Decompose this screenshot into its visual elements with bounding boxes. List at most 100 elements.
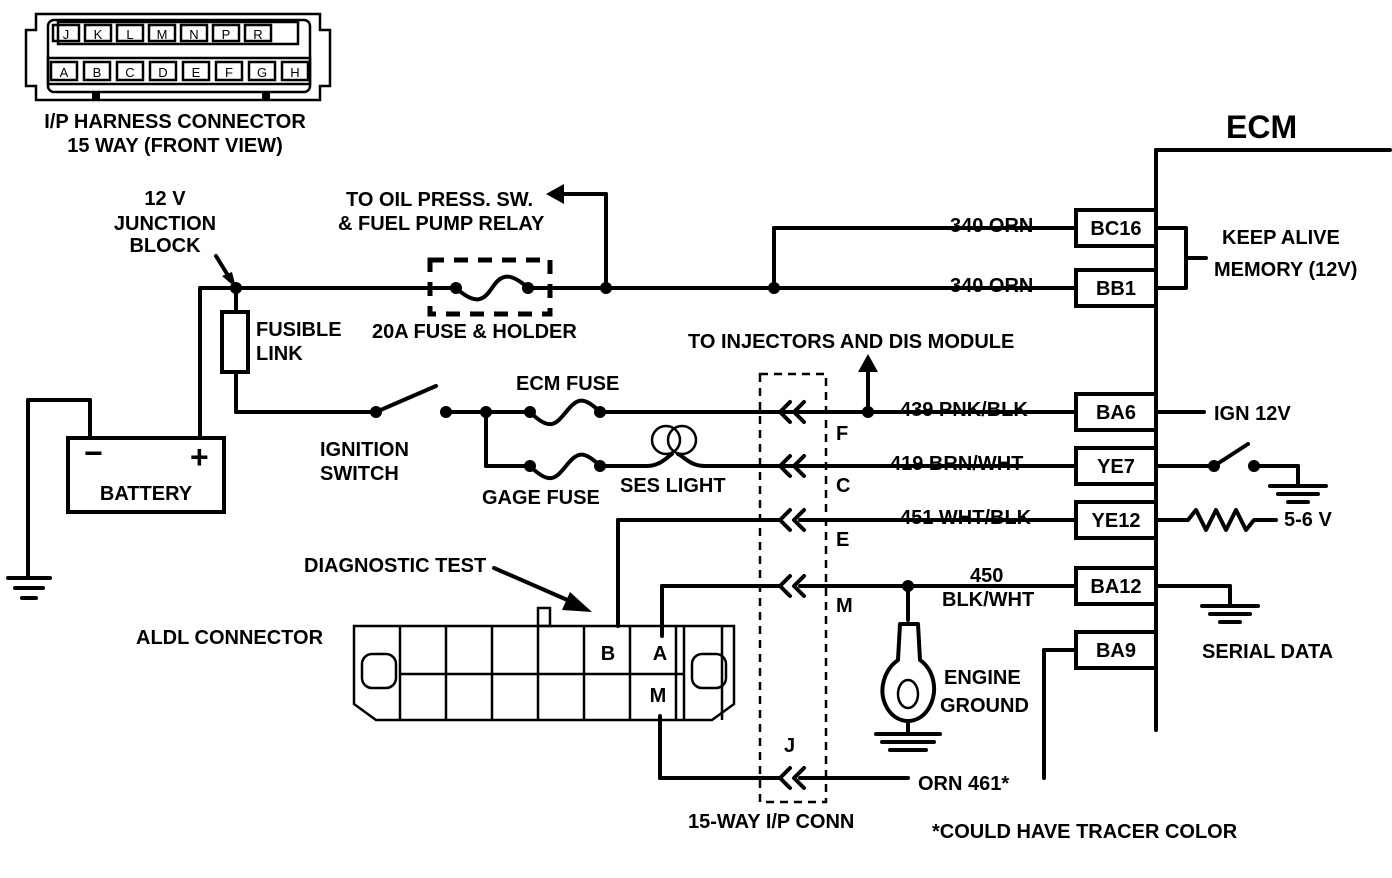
aldl-pin-a: A [653,643,667,665]
ignition-switch-icon [374,384,438,414]
aldl-label: ALDL CONNECTOR [136,627,324,649]
ip-pin-e: E [836,529,849,551]
chevron-icon [792,400,806,424]
keep-alive-label-2: MEMORY (12V) [1214,259,1357,281]
tracer-note: *COULD HAVE TRACER COLOR [932,821,1238,843]
wire-340-label-a: 340 ORN [950,215,1033,237]
key-bottom-pin: C [125,65,134,80]
wire-419-label: 419 BRN/WHT [890,453,1023,475]
wire-451-label: 451 WHT/BLK [900,507,1032,529]
battery-label: BATTERY [100,483,193,505]
ip-connector-chevrons [778,400,806,790]
wire-450-label-2: BLK/WHT [942,589,1034,611]
connector-title-line2: 15 WAY (FRONT VIEW) [67,135,283,157]
ignition-switch-label-1: IGNITION [320,439,409,461]
keep-alive-label-1: KEEP ALIVE [1222,227,1340,249]
battery-ground-icon [6,576,52,600]
key-top-pin: R [253,27,262,42]
key-bottom-pin: B [93,65,102,80]
gage-fuse-icon [528,452,602,480]
engine-ground-label-2: GROUND [940,695,1029,717]
diagnostic-test-label: DIAGNOSTIC TEST [304,555,486,577]
battery-positive-label: + [190,439,209,475]
key-top-pin: J [63,27,70,42]
key-bottom-pin: D [158,65,167,80]
ba12-ground-icon [1200,604,1260,624]
diagnostic-arrow-icon [562,592,592,612]
ecm-pin-box [1074,500,1158,540]
ignition-switch-label-2: SWITCH [320,463,399,485]
key-bottom-pin: H [290,65,299,80]
chevron-icon [792,508,806,532]
key-bottom-pin: G [257,65,267,80]
ecm-pin-box [1074,392,1158,432]
ye7-switch-icon [1212,442,1250,468]
wire-461-label: ORN 461* [918,773,1009,795]
chevron-icon [792,766,806,790]
engine-ground-label-1: ENGINE [944,667,1021,689]
ecm-pin-label: YE7 [1097,456,1135,478]
aldl-pin-b: B [601,643,615,665]
oil-press-label-1: TO OIL PRESS. SW. [346,189,533,211]
ses-light-icon [650,424,682,456]
fusible-link-label-1: FUSIBLE [256,319,342,341]
ecm-pin-label: YE12 [1092,510,1141,532]
ign-12v-label: IGN 12V [1214,403,1291,425]
aldl-connector [352,606,736,722]
five-six-v-label: 5-6 V [1284,509,1332,531]
chevron-icon [778,400,792,424]
wire-450-label-1: 450 [970,565,1003,587]
aldl-pin-m: M [650,685,667,707]
battery-negative-label: − [84,435,103,471]
junction-label-1: 12 V [144,188,186,210]
fuse-holder-label: 20A FUSE & HOLDER [372,321,577,343]
junction-label-2: JUNCTION [114,213,216,235]
junction-label-3: BLOCK [129,235,201,257]
key-top-pin: K [94,27,103,42]
arrow-left-icon [546,184,564,204]
ip-conn-label: 15-WAY I/P CONN [688,811,854,833]
engine-ground-icon [874,622,942,752]
chevron-icon [778,454,792,478]
chevron-icon [792,574,806,598]
ecm-pin-label: BA12 [1090,576,1141,598]
connector-title-line1: I/P HARNESS CONNECTOR [44,111,306,133]
gage-fuse-label: GAGE FUSE [482,487,600,509]
ip-pin-m: M [836,595,853,617]
ses-light-label: SES LIGHT [620,475,726,497]
resistor-icon [1154,508,1278,532]
wire-439-label: 439 PNK/BLK [900,399,1028,421]
ecm-pin-label: BC16 [1090,218,1141,240]
ye7-ground-icon [1268,484,1328,504]
ecm-pin-box [1074,630,1158,670]
fuse-holder-box [427,257,553,317]
ecm-fuse-icon [528,398,602,426]
key-bottom-pin: F [225,65,233,80]
key-top-pin: P [222,27,231,42]
ip-pin-j: J [784,735,795,757]
ip-pin-c: C [836,475,850,497]
arrow-up-icon [858,354,878,372]
ip-harness-connector-key: J K L M N P R A B C D E F G H [24,12,332,102]
key-top-pin: L [126,27,133,42]
ecm-fuse-label: ECM FUSE [516,373,619,395]
ip-pin-f: F [836,423,848,445]
serial-data-label: SERIAL DATA [1202,641,1333,663]
wire-340-label-b: 340 ORN [950,275,1033,297]
key-bottom-pin: E [192,65,201,80]
injectors-label: TO INJECTORS AND DIS MODULE [688,331,1014,353]
ecm-pin-label: BB1 [1096,278,1136,300]
fuse-20a-icon [454,274,530,302]
ecm-pin-box [1074,446,1158,486]
fusible-link [220,310,250,374]
chevron-icon [792,454,806,478]
key-bottom-pin: A [60,65,69,80]
ecm-pin-label: BA6 [1096,402,1136,424]
ecm-pin-label: BA9 [1096,640,1136,662]
oil-press-label-2: & FUEL PUMP RELAY [338,213,545,235]
battery-symbol [26,398,226,578]
key-top-pin: M [157,27,168,42]
key-top-pin: N [189,27,198,42]
